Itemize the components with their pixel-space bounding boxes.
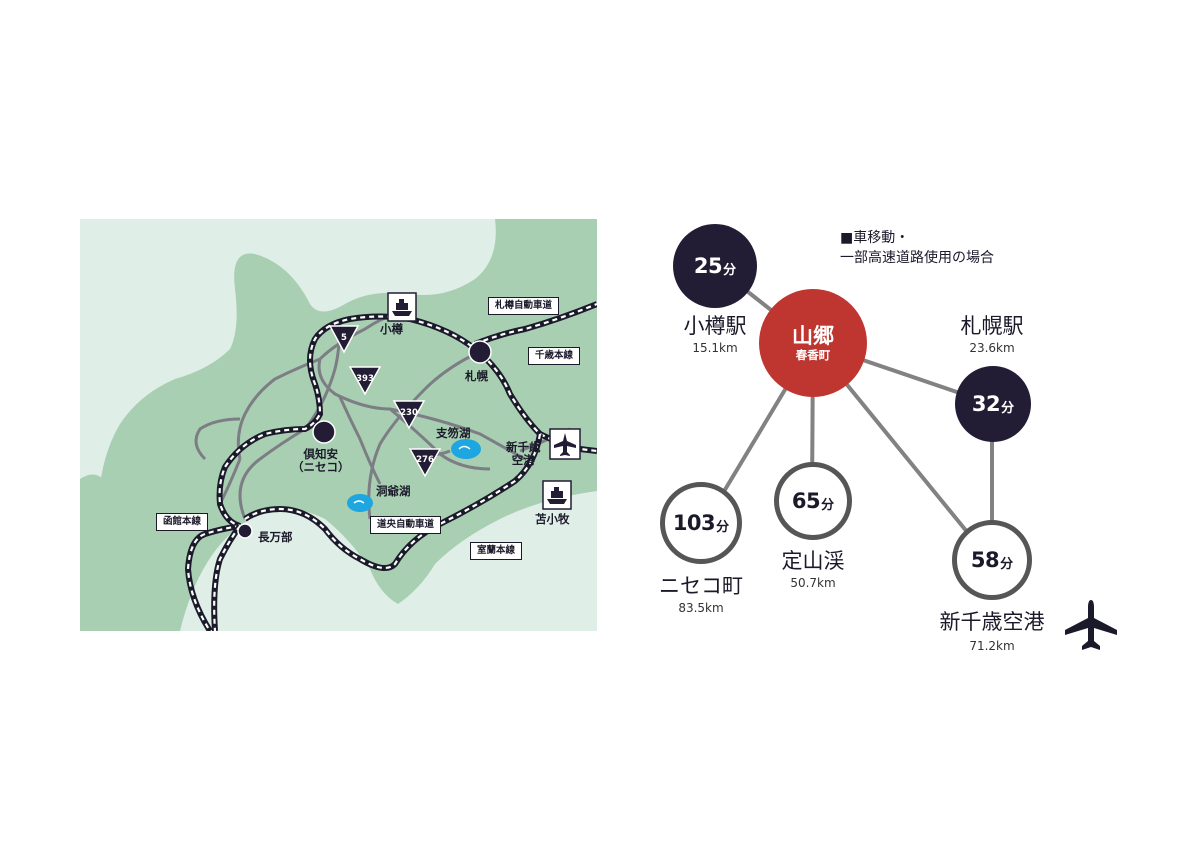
oshamambe-station-icon (237, 523, 253, 539)
dest-name-niseko: ニセコ町 (659, 574, 743, 598)
dest-name-otaru: 小樽駅 (683, 314, 747, 338)
label-muroran-line: 室蘭本線 (470, 542, 523, 560)
label-oshamambe: 長万部 (258, 530, 293, 544)
route-230-marker: 230 (392, 400, 426, 430)
unit-sapporo: 分 (1001, 400, 1015, 416)
unit-niseko: 分 (716, 519, 730, 535)
label-tomakomai: 苫小牧 (535, 512, 570, 526)
time-sapporo: 32 (971, 392, 1001, 416)
hokkaido-access-map: 5 393 230 276 (80, 219, 597, 631)
airplane-icon (549, 428, 581, 460)
dest-dist-chitose: 71.2km (969, 639, 1015, 653)
center-node-yamagou: 山郷 春香町 (759, 289, 867, 397)
time-jozankei: 65 (791, 489, 821, 513)
lake-toya-shape (347, 494, 373, 512)
ferry-icon (542, 480, 572, 510)
lake-shikotsu-shape (451, 439, 481, 459)
unit-chitose: 分 (1000, 556, 1014, 572)
label-new-chitose: 新千歳 空港 (506, 440, 541, 467)
time-otaru: 25 (693, 254, 723, 278)
route-number-230: 230 (400, 408, 418, 418)
route-number-276: 276 (416, 455, 434, 465)
route-number-5: 5 (341, 333, 347, 343)
dest-dist-jozankei: 50.7km (790, 576, 836, 590)
label-otaru: 小樽 (380, 322, 403, 336)
route-number-393: 393 (356, 374, 374, 384)
dest-name-jozankei: 定山渓 (781, 549, 845, 573)
time-niseko: 103 (672, 511, 716, 535)
label-hakodate-line: 函館本線 (156, 513, 209, 531)
label-sapporo: 札幌 (465, 369, 488, 383)
route-276-marker: 276 (408, 448, 442, 478)
route-5-marker: 5 (328, 325, 360, 354)
dest-name-sapporo: 札幌駅 (960, 314, 1024, 338)
map-graphic: 5 393 230 276 (80, 219, 597, 631)
label-kutchan: 倶知安 （ニセコ） (292, 447, 350, 474)
dest-dist-niseko: 83.5km (678, 601, 724, 615)
ferry-icon (387, 292, 417, 322)
travel-mode-note: ■車移動・ 一部高速道路使用の場合 (840, 228, 994, 268)
label-chitose-line: 千歳本線 (528, 347, 581, 365)
airplane-icon (1065, 600, 1117, 650)
land-mass-left (80, 474, 106, 531)
unit-otaru: 分 (723, 262, 737, 278)
sapporo-station-icon (468, 340, 492, 364)
kutchan-station-icon (312, 420, 336, 444)
unit-jozankei: 分 (821, 497, 835, 513)
dest-name-chitose: 新千歳空港 (939, 610, 1045, 634)
time-chitose: 58 (970, 548, 1000, 572)
label-lake-toya: 洞爺湖 (376, 484, 411, 498)
land-mass (80, 219, 597, 631)
label-doo-expressway: 道央自動車道 (370, 516, 442, 534)
dest-dist-otaru: 15.1km (692, 341, 738, 355)
route-393-marker: 393 (348, 366, 382, 396)
label-sasson-expressway: 札樽自動車道 (488, 297, 560, 315)
label-lake-shikotsu: 支笏湖 (436, 426, 471, 440)
center-sub: 春香町 (795, 348, 831, 362)
note-text: ■車移動・ 一部高速道路使用の場合 (840, 230, 994, 266)
dest-dist-sapporo: 23.6km (969, 341, 1015, 355)
center-name: 山郷 (792, 324, 834, 348)
